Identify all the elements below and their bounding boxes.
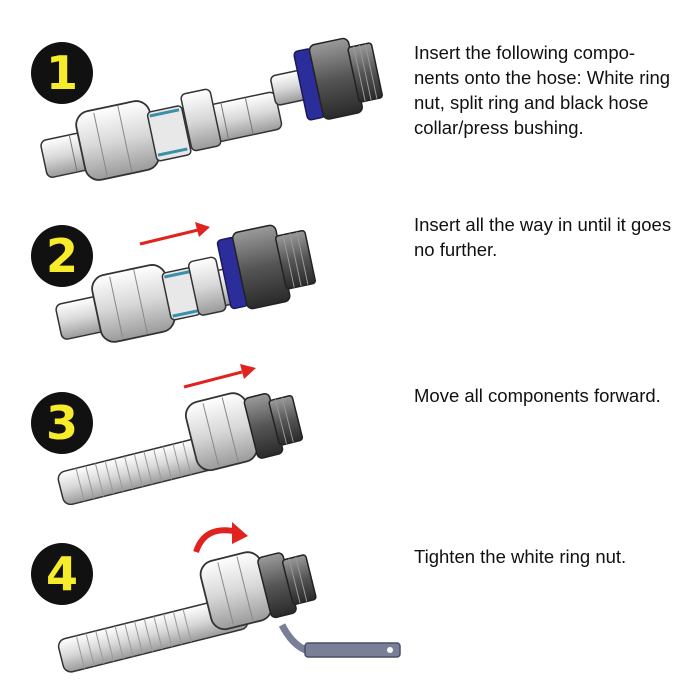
step-number-badge: 3 bbox=[31, 392, 93, 454]
step-number: 1 bbox=[45, 46, 78, 100]
step-number-badge: 4 bbox=[31, 543, 93, 605]
step-number-badge: 1 bbox=[31, 42, 93, 104]
white-ring-nut-icon bbox=[199, 551, 273, 631]
corrugated-hose-icon bbox=[57, 595, 249, 673]
step-3-instruction: Move all components forward. bbox=[414, 385, 661, 406]
step-4-illustration bbox=[57, 522, 401, 673]
step-2-illustration bbox=[55, 222, 316, 343]
hook-wrench-icon bbox=[278, 623, 401, 658]
step-3-illustration bbox=[57, 364, 304, 505]
step-number: 3 bbox=[45, 396, 78, 450]
threaded-fitting-icon bbox=[216, 224, 316, 310]
push-arrow-icon bbox=[183, 364, 256, 389]
hose-collar-icon bbox=[180, 88, 222, 152]
rotate-arrow-icon bbox=[193, 522, 248, 554]
threaded-fitting-icon bbox=[270, 37, 383, 121]
split-ring-icon bbox=[146, 105, 192, 162]
white-ring-nut-icon bbox=[91, 264, 176, 343]
step-number: 2 bbox=[45, 229, 78, 283]
step-4-instruction: Tighten the white ring nut. bbox=[414, 546, 627, 567]
hose-collar-icon bbox=[187, 256, 227, 316]
step-1-illustration bbox=[40, 37, 383, 181]
step-number: 4 bbox=[45, 547, 78, 601]
threaded-fitting-icon bbox=[257, 552, 317, 619]
push-arrow-icon bbox=[139, 222, 210, 246]
step-2-instruction: Insert all the way in until it goes no f… bbox=[414, 214, 672, 260]
step-number-badge: 2 bbox=[31, 225, 93, 287]
threaded-fitting-icon bbox=[243, 392, 304, 459]
white-ring-nut-icon bbox=[75, 100, 160, 181]
step-1-instruction: Insert the following compo- nents onto t… bbox=[414, 42, 671, 138]
